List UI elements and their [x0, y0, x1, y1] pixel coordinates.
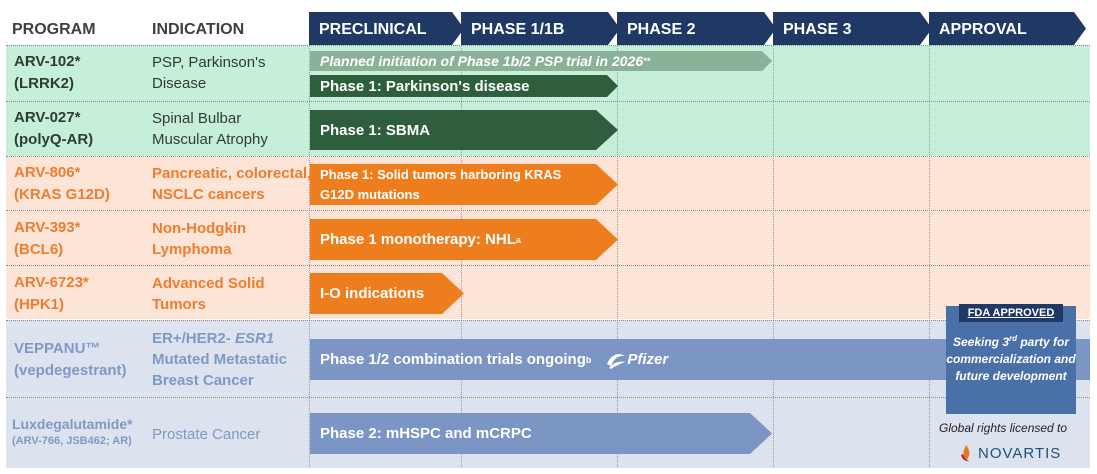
- row-divider: [6, 101, 1090, 102]
- indication-veppanu: ER+/HER2- ESR1 Mutated Metastatic Breast…: [152, 330, 288, 389]
- phase-header-phase1: PHASE 1/1B: [461, 12, 620, 45]
- column-header-program: PROGRAM: [12, 21, 96, 38]
- row-divider: [6, 210, 1090, 211]
- phase-header-phase3: PHASE 3: [773, 12, 932, 45]
- novartis-logo: NOVARTIS: [958, 443, 1061, 463]
- indication-arv-806: Pancreatic, colorectal,NSCLC cancers: [152, 165, 312, 203]
- phase-bar-arv-027: Phase 1: SBMA: [310, 110, 618, 150]
- column-header-indication: INDICATION: [152, 21, 245, 38]
- row-divider: [6, 320, 1090, 321]
- program-luxdegalutamide: Luxdegalutamide* (ARV-766, JSB462; AR): [12, 416, 133, 447]
- program-arv-6723: ARV-6723*(HPK1): [14, 274, 89, 313]
- grid-line: [309, 45, 310, 467]
- phase-header-phase2: PHASE 2: [617, 12, 776, 45]
- program-arv-806: ARV-806*(KRAS G12D): [14, 164, 110, 203]
- program-veppanu: VEPPANU™(vepdegestrant): [14, 340, 127, 379]
- fda-approved-tag: FDA APPROVED: [959, 304, 1063, 322]
- indication-luxdegalutamide: Prostate Cancer: [152, 426, 261, 443]
- program-arv-393: ARV-393*(BCL6): [14, 219, 81, 258]
- novartis-flame-icon: [961, 445, 970, 462]
- planned-phase-bar: Planned initiation of Phase 1b/2 PSP tri…: [310, 51, 772, 71]
- grid-line: [929, 45, 930, 467]
- row-divider: [6, 45, 1090, 46]
- license-note: Global rights licensed to: [939, 421, 1068, 435]
- phase-header-approval: APPROVAL: [929, 12, 1086, 45]
- row-divider: [6, 156, 1090, 157]
- grid-line: [617, 45, 618, 467]
- phase-header-preclinical: PRECLINICAL: [309, 12, 464, 45]
- row-divider: [6, 397, 1090, 398]
- phase-bar-arv-6723: I-O indications: [310, 273, 464, 314]
- pfizer-logo: Pfizer: [605, 350, 668, 370]
- program-arv-027: ARV-027*(polyQ-AR): [14, 109, 94, 148]
- program-arv-102: ARV-102*(LRRK2): [14, 53, 81, 92]
- fda-approved-box: Seeking 3rd party for commercialization …: [946, 306, 1076, 414]
- phase-bar-luxdegalutamide: Phase 2: mHSPC and mCRPC: [310, 413, 772, 454]
- grid-line: [773, 45, 774, 467]
- phase-bar-arv-102: Phase 1: Parkinson's disease: [310, 75, 618, 97]
- row-divider: [6, 265, 1090, 266]
- pfizer-swirl-icon: [607, 353, 626, 369]
